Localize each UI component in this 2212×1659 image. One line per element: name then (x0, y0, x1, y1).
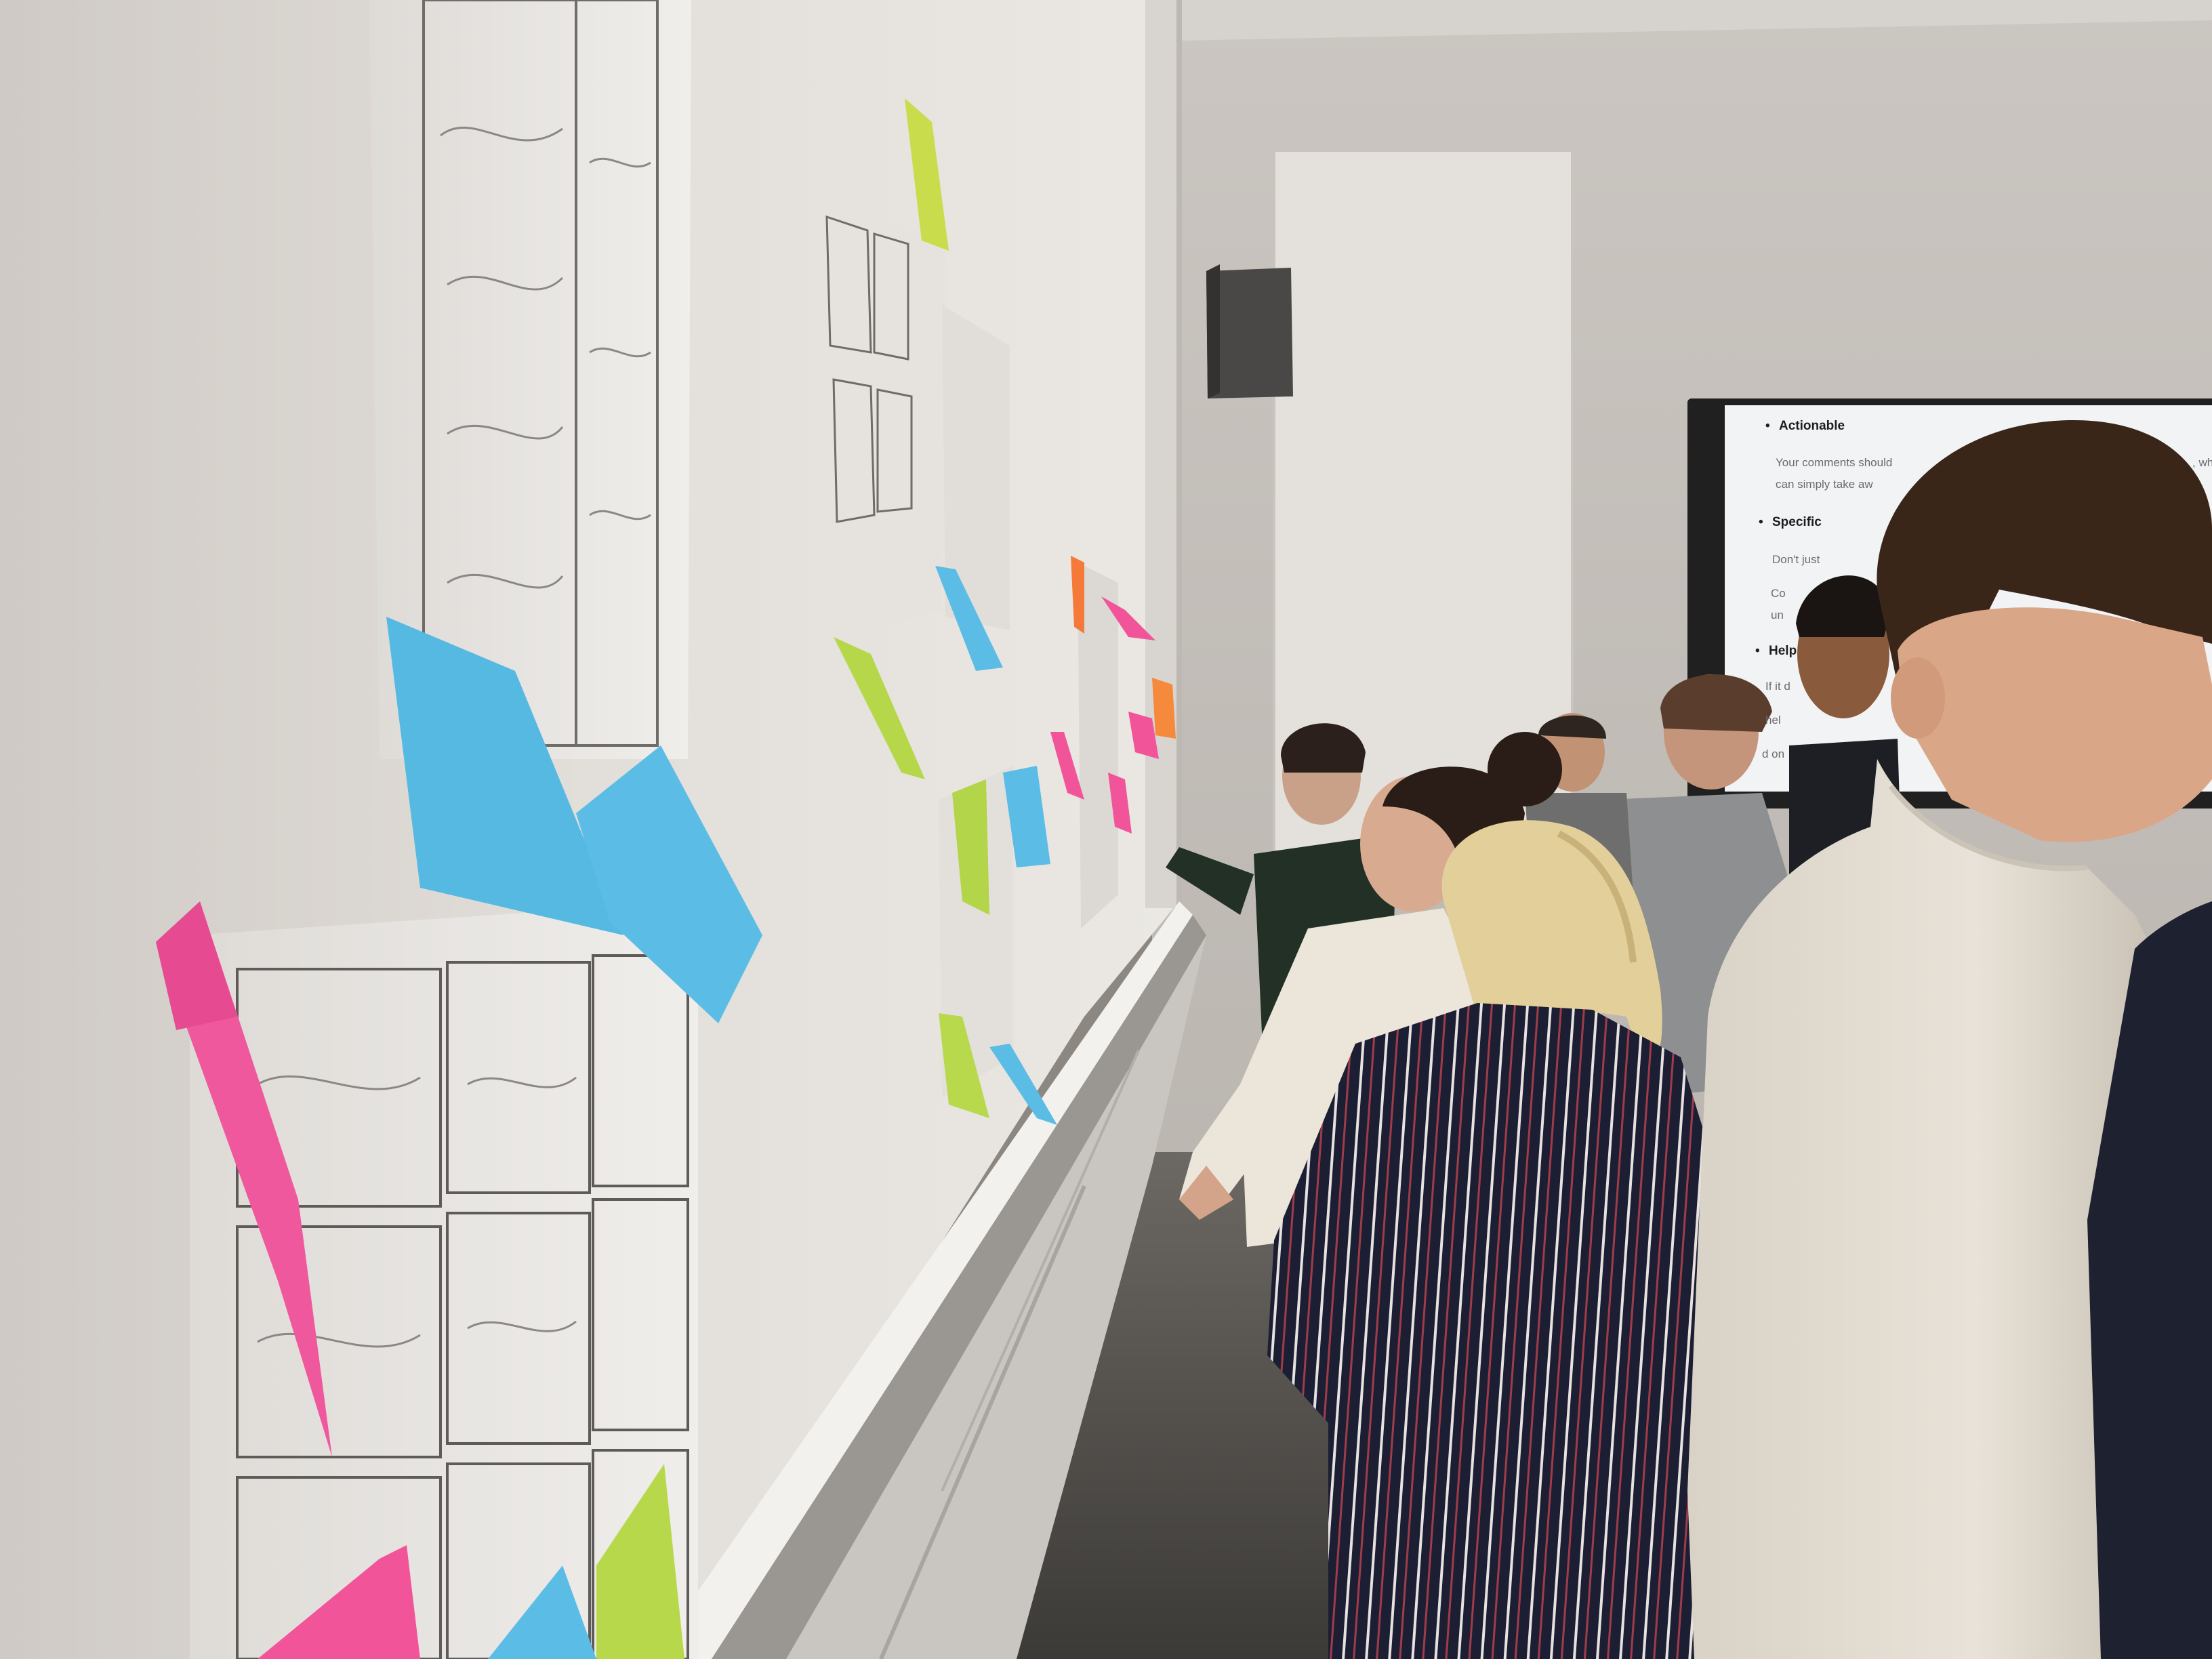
slide-heading-helpful: Help (1755, 644, 1797, 659)
hair-bun (1488, 732, 1562, 806)
storyboard-sheet-bottom (190, 901, 698, 1659)
sticky-note-green-2 (834, 637, 925, 779)
wall-edge (1145, 0, 1179, 908)
sticky-note-pink-bottom (258, 1545, 420, 1659)
sticky-note-green-3 (952, 779, 989, 915)
slide-line-8: hel (1765, 714, 1781, 726)
wall-speaker (1206, 268, 1293, 398)
sticky-note-green-4 (939, 1013, 989, 1118)
sticky-note-pink-2 (1050, 732, 1084, 800)
slide-heading-specific: Specific (1759, 515, 1822, 530)
sticky-note-blue-5 (989, 1044, 1057, 1125)
sticky-note-green-bottom (596, 1464, 684, 1659)
sticky-note-pink-4 (1108, 773, 1132, 834)
slide-line-7: If it d (1765, 680, 1790, 693)
sticky-note-orange-1 (1071, 556, 1084, 634)
sticky-note-orange-2 (1152, 678, 1176, 739)
slide-line-2: , which (2192, 456, 2212, 469)
storyboard-frames-bottom (236, 954, 689, 1659)
striped-shirt (1267, 1003, 1721, 1659)
storyboard-frames-top (422, 0, 659, 747)
sticky-note-pink-5 (1128, 712, 1159, 759)
slide-line-4: Don't just (1772, 553, 1820, 566)
ceiling (1179, 0, 2212, 41)
sticky-note-yellowgreen-top (905, 98, 949, 251)
lower-cabinet (786, 935, 1206, 1659)
whiteboard-tray (651, 901, 1193, 1659)
storyboard-frames-middle (825, 215, 913, 523)
slide-line-5: Co (1771, 587, 1786, 600)
screen-slide: Actionable Your comments should , which … (1725, 405, 2212, 785)
turtleneck-sweater (1687, 759, 2169, 1659)
sticky-note-blue-2 (576, 745, 762, 1023)
sticky-note-blue-1 (386, 617, 623, 935)
sticky-note-blue-bottom (488, 1565, 596, 1659)
sticky-note-blue-4 (1003, 766, 1050, 867)
storyboard-sheet-far (1078, 562, 1118, 928)
slide-line-9: d on (1762, 747, 1785, 760)
storyboard-sheet-top (369, 0, 691, 759)
slide-line-1: Your comments should (1776, 456, 1893, 469)
storyboard-sheet-lower-middle (939, 766, 1013, 1098)
sticky-note-blue-3 (935, 566, 1003, 671)
storyboard-sheet-middle (817, 193, 945, 640)
turtleneck-face (1898, 607, 2212, 842)
sticky-note-pink-3 (1101, 596, 1155, 640)
slide-heading-actionable: Actionable (1765, 419, 1845, 434)
sticky-note-pink-large (156, 901, 332, 1457)
slide-line-3: can simply take aw (1776, 478, 1873, 491)
slide-line-6: un (1771, 609, 1784, 621)
storyboard-sheet-middle-2 (942, 305, 1010, 630)
person-right-edge (2087, 901, 2212, 1659)
